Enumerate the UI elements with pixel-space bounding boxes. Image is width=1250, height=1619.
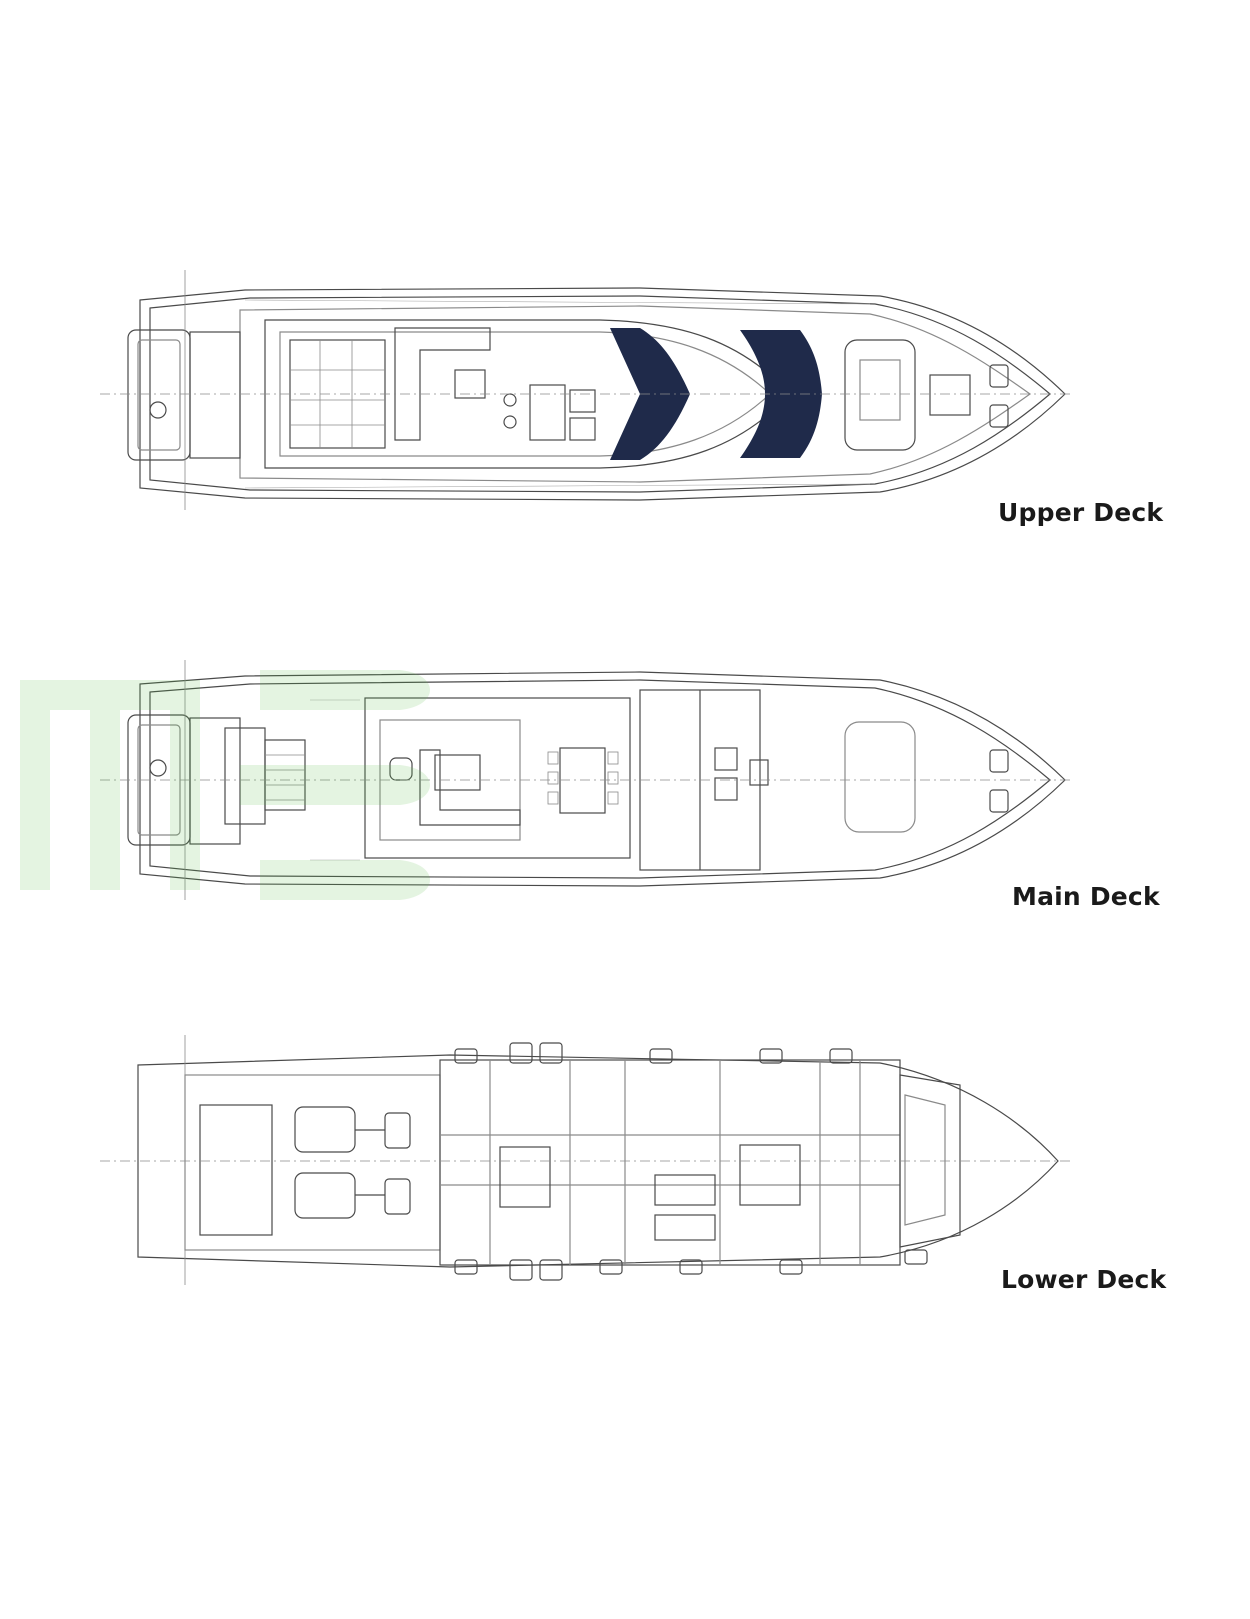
lower-deck-plan bbox=[100, 1035, 1070, 1285]
upper-deck: Upper Deck bbox=[0, 270, 1250, 530]
upper-deck-label: Upper Deck bbox=[998, 498, 1164, 527]
lower-deck-label: Lower Deck bbox=[1001, 1265, 1167, 1294]
upper-deck-plan bbox=[100, 270, 1070, 510]
main-deck: Main Deck bbox=[0, 660, 1250, 920]
lower-deck: Lower Deck bbox=[0, 1035, 1250, 1305]
watermark-logo bbox=[20, 670, 430, 900]
main-deck-label: Main Deck bbox=[1012, 882, 1160, 911]
main-deck-plan bbox=[100, 660, 1070, 900]
